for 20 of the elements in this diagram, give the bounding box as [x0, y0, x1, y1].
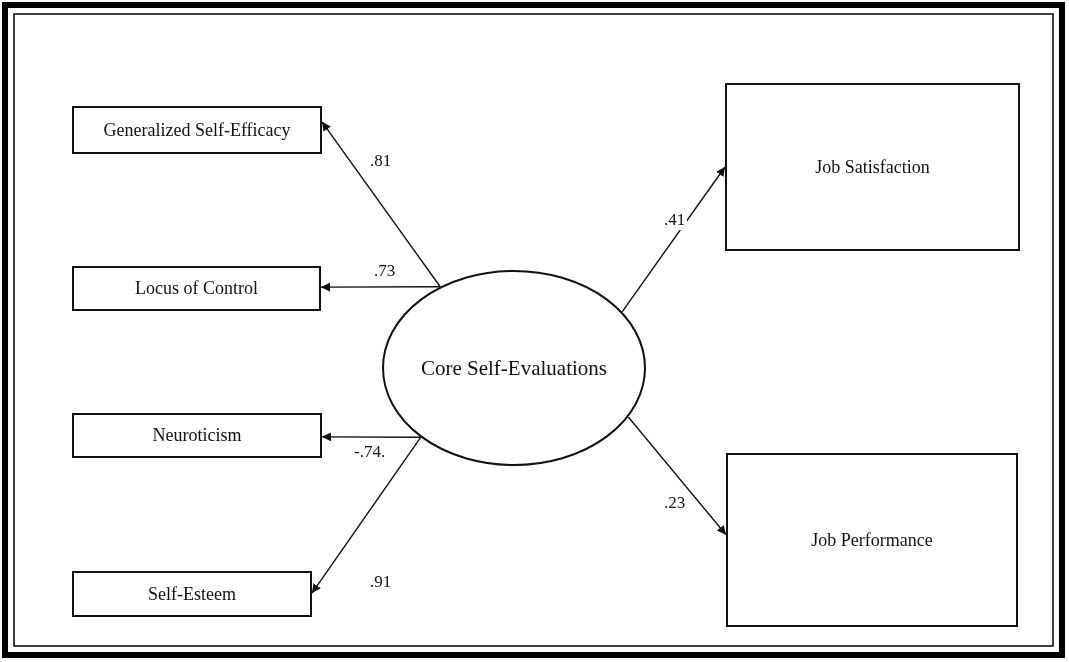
- node-label: Job Satisfaction: [815, 156, 930, 178]
- arrow: [311, 436, 422, 594]
- arrow: [321, 121, 441, 288]
- arrow: [320, 282, 441, 292]
- variable-box: [72, 413, 322, 458]
- node-label: Job Performance: [811, 529, 933, 551]
- node-label: Self-Esteem: [148, 583, 236, 605]
- node-label: Neuroticism: [152, 425, 242, 446]
- variable-box: [72, 106, 322, 154]
- node-label: Locus of Control: [135, 278, 258, 299]
- edge-label: .41: [662, 211, 688, 230]
- arrow: [627, 416, 727, 536]
- node-label: Core Self-Evaluations: [420, 355, 607, 381]
- node-label: Generalized Self-Efficacy: [103, 119, 291, 141]
- variable-box: [726, 453, 1018, 627]
- variable-box: [72, 571, 312, 617]
- arrow: [621, 166, 726, 313]
- variable-box: [725, 83, 1020, 251]
- variable-box: [72, 266, 321, 311]
- arrow: [321, 432, 422, 442]
